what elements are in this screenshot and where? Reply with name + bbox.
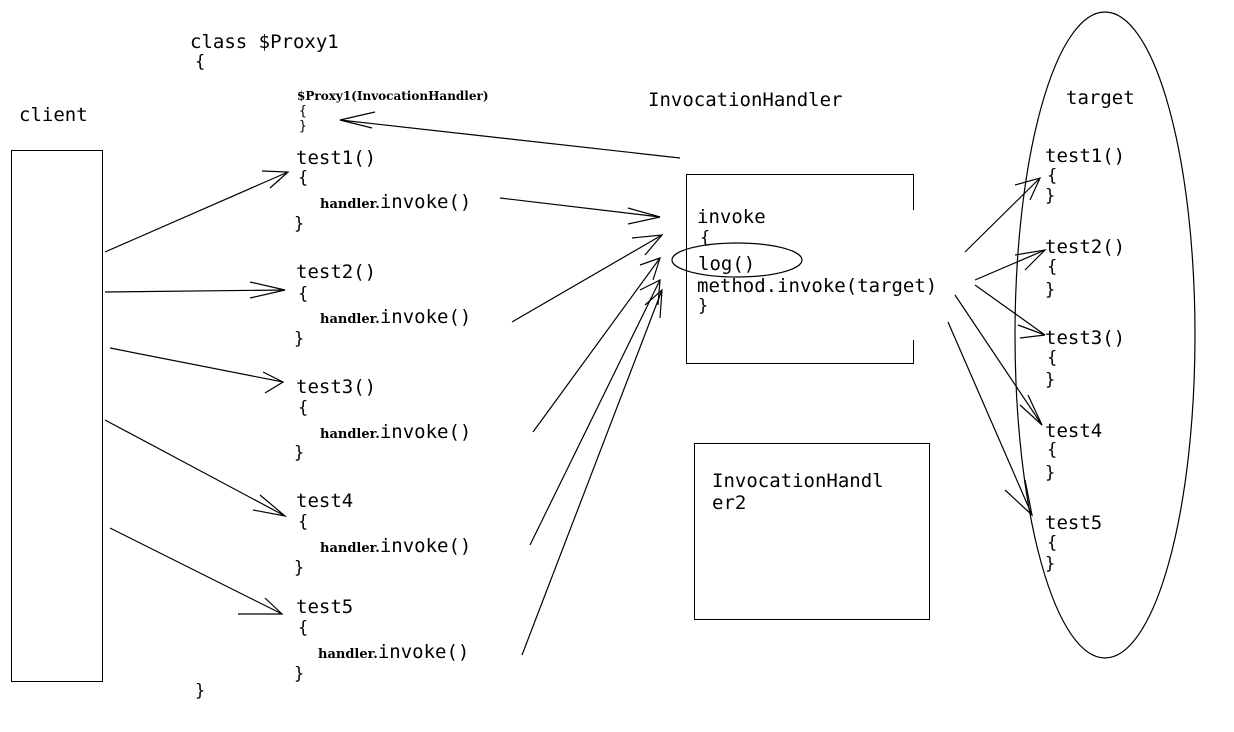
target-close-brace: } [1045, 463, 1056, 483]
handler-prefix: handler. [320, 541, 380, 556]
handler-invoke-call: handler.invoke() [320, 308, 471, 327]
handler-invoke-call: handler.invoke() [320, 423, 471, 442]
handler-prefix: handler. [320, 427, 380, 442]
method-close-brace: } [294, 329, 305, 349]
proxy-method-name: test1() [296, 147, 377, 169]
invoke-call: invoke() [379, 421, 472, 443]
handler-invoke-call: handler.invoke() [320, 537, 471, 556]
proxy-method-name: test3() [296, 376, 377, 398]
handler2-box [694, 443, 930, 620]
client-label: client [19, 104, 88, 126]
method-open-brace: { [298, 398, 309, 418]
handler-invoke-call: handler.invoke() [318, 643, 469, 662]
constructor-close-brace: } [299, 119, 307, 134]
handler-prefix: handler. [320, 197, 380, 212]
method-open-brace: { [298, 618, 309, 638]
handler-title: InvocationHandler [648, 89, 843, 111]
target-method-name: test5 [1045, 512, 1103, 534]
client-box [11, 150, 103, 682]
target-open-brace: { [1047, 166, 1058, 186]
handler-line: { [700, 228, 711, 248]
method-close-brace: } [294, 558, 305, 578]
handler-line: method.invoke(target) [697, 275, 938, 297]
handler-prefix: handler. [318, 647, 378, 662]
target-open-brace: { [1047, 440, 1058, 460]
target-label: target [1066, 87, 1135, 109]
method-close-brace: } [294, 214, 305, 234]
target-close-brace: } [1045, 370, 1056, 390]
handler-box-gap [911, 210, 917, 340]
method-open-brace: { [298, 168, 309, 188]
target-method-name: test4 [1045, 420, 1103, 442]
handler-line: } [698, 296, 709, 316]
method-open-brace: { [298, 284, 309, 304]
target-method-name: test1() [1045, 145, 1126, 167]
invoke-call: invoke() [377, 641, 470, 663]
invoke-call: invoke() [379, 306, 472, 328]
target-close-brace: } [1045, 554, 1056, 574]
handler-line-log: log() [698, 253, 756, 275]
handler2-label: InvocationHandl [712, 470, 884, 492]
method-close-brace: } [294, 664, 305, 684]
proxy-method-name: test5 [296, 596, 354, 618]
target-close-brace: } [1045, 186, 1056, 206]
target-close-brace: } [1045, 280, 1056, 300]
target-method-name: test2() [1045, 236, 1126, 258]
client-to-proxy-arrows [104, 170, 290, 615]
target-ellipse [1014, 11, 1196, 659]
target-method-name: test3() [1045, 327, 1126, 349]
proxy-method-name: test2() [296, 261, 377, 283]
target-open-brace: { [1047, 348, 1058, 368]
proxy-class-header: class $Proxy1 [190, 31, 339, 53]
method-close-brace: } [294, 443, 305, 463]
target-open-brace: { [1047, 257, 1058, 277]
proxy-open-brace: { [195, 52, 206, 72]
handler-invoke-call: handler.invoke() [320, 193, 471, 212]
method-open-brace: { [298, 512, 309, 532]
handler-line: invoke [697, 206, 766, 228]
invoke-call: invoke() [379, 535, 472, 557]
handler-prefix: handler. [320, 312, 380, 327]
constructor-open-brace: { [299, 104, 307, 119]
proxy-method-name: test4 [296, 490, 354, 512]
target-open-brace: { [1047, 533, 1058, 553]
proxy-to-handler-arrows [499, 197, 664, 656]
proxy-close-brace: } [195, 681, 206, 701]
handler-to-constructor-arrow [339, 111, 681, 159]
proxy-constructor: $Proxy1(InvocationHandler) [297, 89, 489, 103]
handler2-label: er2 [712, 492, 747, 514]
log-highlight-ellipse [671, 242, 803, 278]
invoke-call: invoke() [379, 191, 472, 213]
handler-to-target-arrows [947, 177, 1047, 517]
